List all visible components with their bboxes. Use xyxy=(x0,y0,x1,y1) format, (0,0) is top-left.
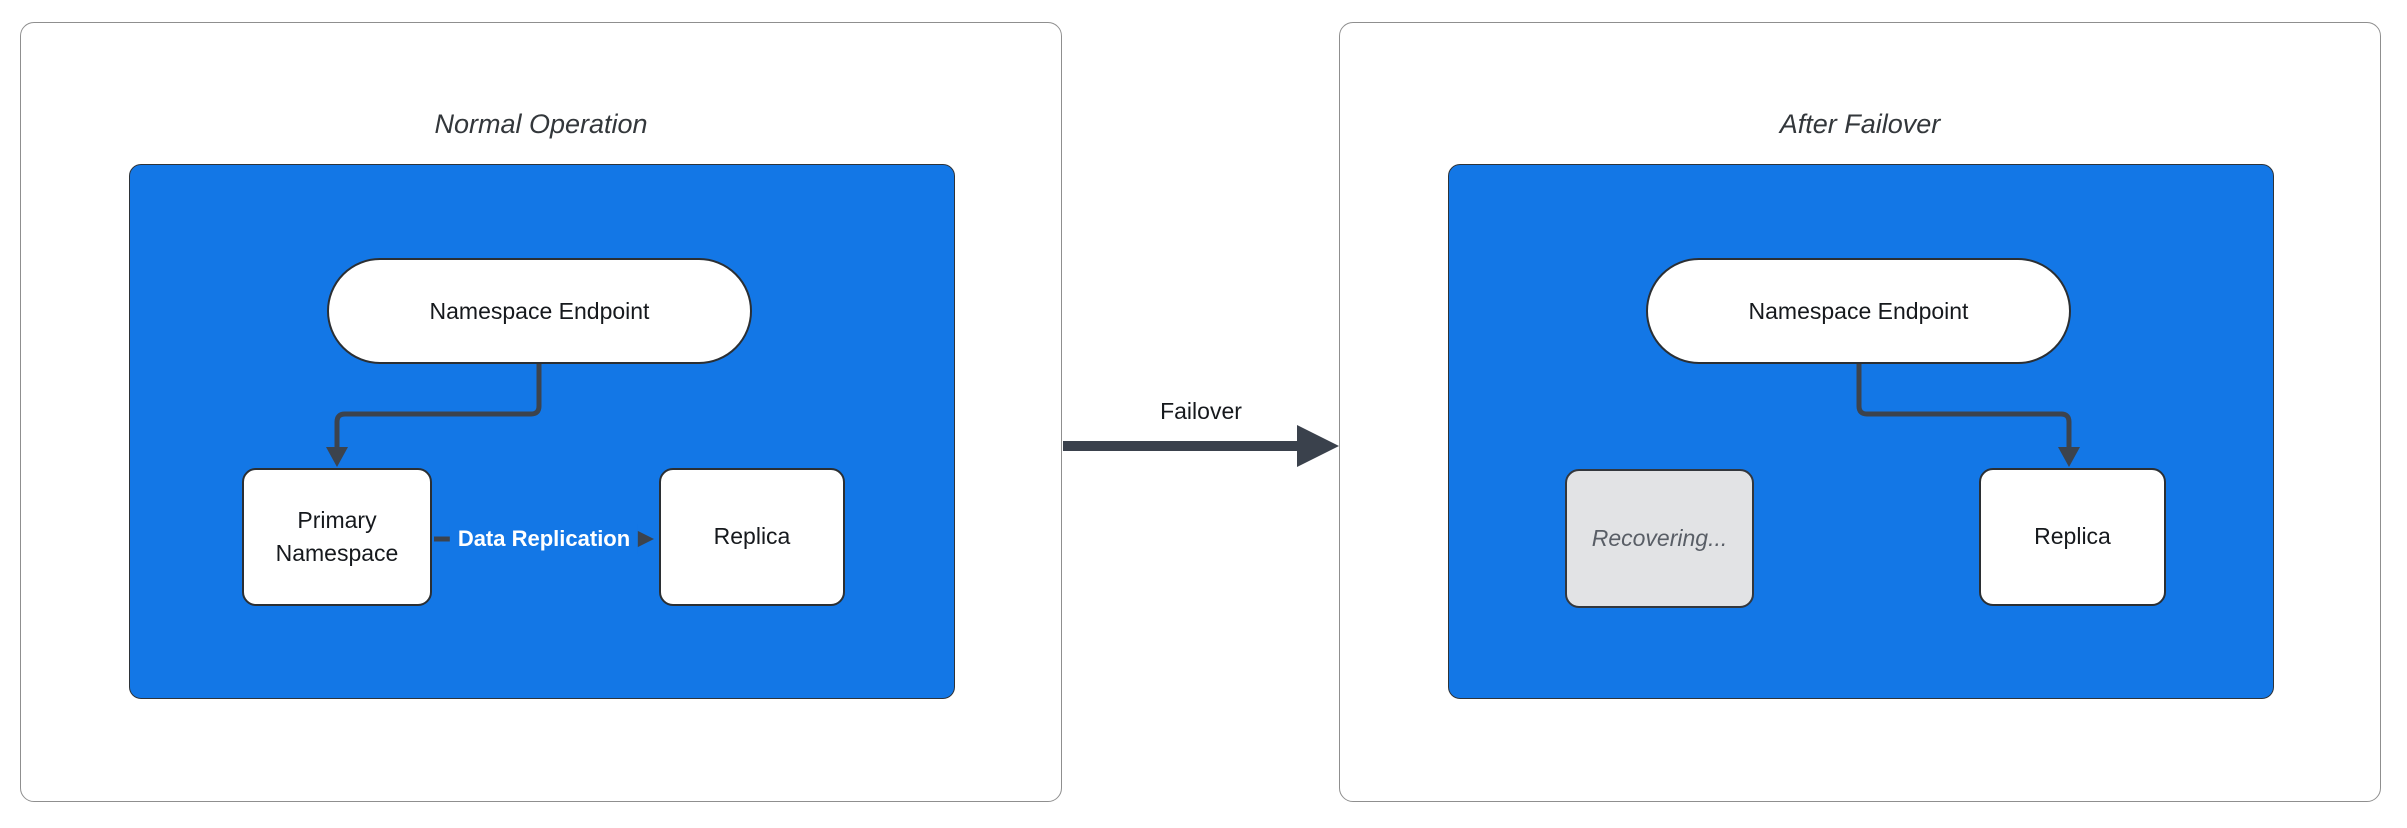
failover-label: Failover xyxy=(1160,398,1242,424)
primary-namespace-node: Primary Namespace xyxy=(242,468,432,606)
normal-operation-edges xyxy=(326,364,654,550)
replica-node-left: Replica xyxy=(659,468,845,606)
data-replication-label: Data Replication xyxy=(449,524,639,554)
failover-arrow xyxy=(1063,425,1339,467)
namespace-endpoint-label: Namespace Endpoint xyxy=(429,297,650,324)
after-failover-panel: After Failover Namespace Endpoint Recove… xyxy=(1339,22,2381,802)
endpoint-to-primary-arrow xyxy=(334,364,542,449)
endpoint-to-primary-arrowhead-icon xyxy=(326,447,348,467)
endpoint-to-replica-arrowhead-icon xyxy=(2058,447,2080,467)
normal-operation-container: Namespace Endpoint Primary Namespace Dat… xyxy=(129,164,955,699)
namespace-endpoint-node-right: Namespace Endpoint xyxy=(1646,258,2071,364)
replica-node-right: Replica xyxy=(1979,468,2166,606)
recovering-node: Recovering... xyxy=(1565,469,1754,608)
after-failover-container: Namespace Endpoint Recovering... Replica xyxy=(1448,164,2274,699)
namespace-endpoint-label-right: Namespace Endpoint xyxy=(1748,297,1969,324)
normal-operation-panel: Normal Operation Namespace Endpoint Prim… xyxy=(20,22,1062,802)
namespace-endpoint-node-left: Namespace Endpoint xyxy=(327,258,752,364)
primary-namespace-label: Primary Namespace xyxy=(275,506,399,566)
after-failover-edges xyxy=(1856,364,2080,467)
replica-label-right: Replica xyxy=(2034,523,2111,550)
recovering-label: Recovering... xyxy=(1591,524,1728,551)
normal-operation-title: Normal Operation xyxy=(434,109,648,139)
endpoint-to-replica-arrow xyxy=(1856,364,2072,449)
failover-arrowhead-icon xyxy=(1297,425,1339,467)
replica-label-left: Replica xyxy=(713,523,791,550)
after-failover-title: After Failover xyxy=(1779,109,1941,139)
